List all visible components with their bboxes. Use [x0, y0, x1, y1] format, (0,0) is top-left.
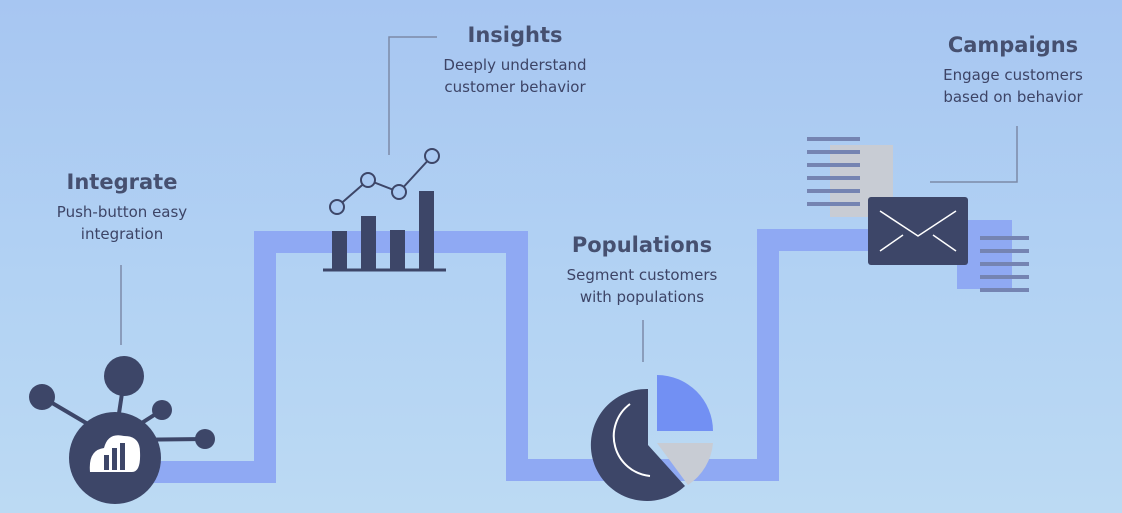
- insights-leader-line: [388, 36, 437, 155]
- insights-description: Deeply understand customer behavior: [405, 54, 625, 98]
- integrate-desc-line2: integration: [80, 225, 164, 243]
- insights-desc-line1: Deeply understand: [443, 56, 587, 74]
- pie-chart-icon: [590, 375, 713, 501]
- campaigns-leader-line: [930, 126, 1018, 183]
- populations-description: Segment customers with populations: [537, 264, 747, 308]
- integrate-description: Push-button easy integration: [22, 201, 222, 245]
- insights-label: Insights Deeply understand customer beha…: [405, 22, 625, 98]
- process-path: [140, 229, 880, 483]
- populations-label: Populations Segment customers with popul…: [537, 232, 747, 308]
- bar-line-chart-icon: [323, 148, 446, 272]
- campaigns-title: Campaigns: [947, 33, 1079, 57]
- insights-title: Insights: [467, 23, 563, 47]
- populations-desc-line1: Segment customers: [566, 266, 718, 284]
- integrate-title: Integrate: [66, 170, 178, 194]
- populations-desc-line2: with populations: [579, 288, 705, 306]
- integrate-label: Integrate Push-button easy integration: [22, 169, 222, 245]
- campaigns-label: Campaigns Engage customers based on beha…: [908, 32, 1118, 108]
- campaigns-desc-line2: based on behavior: [943, 88, 1083, 106]
- campaigns-desc-line1: Engage customers: [943, 66, 1083, 84]
- campaigns-description: Engage customers based on behavior: [908, 64, 1118, 108]
- hub-cloud-chart-icon: [29, 356, 215, 504]
- populations-title: Populations: [571, 233, 713, 257]
- envelope-documents-icon: [807, 137, 1029, 292]
- insights-desc-line2: customer behavior: [444, 78, 586, 96]
- integrate-desc-line1: Push-button easy: [56, 203, 188, 221]
